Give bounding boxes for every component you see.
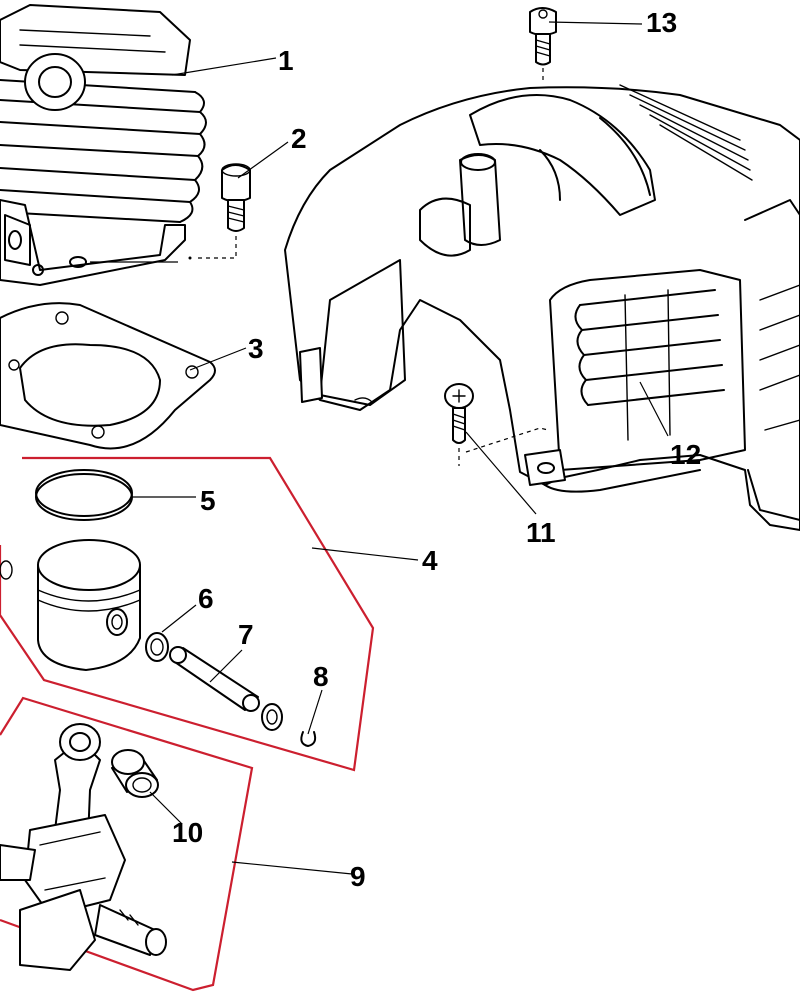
bolt-part-13: [529, 7, 557, 82]
piston-kit-group-outline: [0, 456, 375, 772]
bolt-part-2: [196, 163, 251, 259]
piston-ring-part: [35, 469, 196, 521]
engine-shroud-part: [284, 84, 800, 531]
callout-4: 4: [422, 545, 438, 576]
crankshaft-group-outline: [0, 696, 254, 992]
callout-9: 9: [350, 861, 366, 892]
cylinder-part: [0, 4, 207, 286]
needle-bearing-part: [111, 749, 183, 825]
callout-6: 6: [198, 583, 214, 614]
callout-labels: 1 2 3 4 5 6 7 8 9 10 11 12 13: [172, 7, 701, 892]
callout-8: 8: [313, 661, 329, 692]
callout-10: 10: [172, 817, 203, 848]
callout-1: 1: [278, 45, 294, 76]
leader-lines: [171, 21, 669, 875]
callout-12: 12: [670, 439, 701, 470]
gasket-part: [0, 302, 216, 450]
piston-part: [0, 539, 141, 671]
callout-5: 5: [200, 485, 216, 516]
callout-13: 13: [646, 7, 677, 38]
piston-pin-part: [169, 646, 260, 712]
circlip-part-8: [261, 689, 323, 747]
callout-3: 3: [248, 333, 264, 364]
screw-part-11: [444, 383, 549, 466]
callout-2: 2: [291, 123, 307, 154]
callout-7: 7: [238, 619, 254, 650]
callout-11: 11: [526, 517, 556, 548]
crankshaft-part: [0, 723, 167, 971]
circlip-washer-part-6: [145, 604, 197, 662]
